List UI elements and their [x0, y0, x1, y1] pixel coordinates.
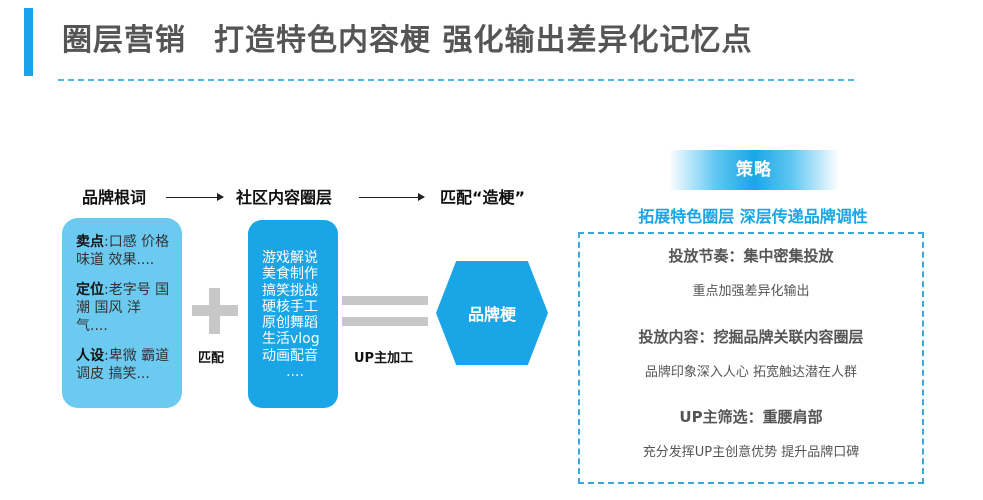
brand-meme-hexagon	[436, 261, 548, 365]
strategy-item-heading: UP主筛选：重腰肩部	[679, 408, 823, 426]
plus-icon-bar	[192, 305, 238, 316]
title-part-2: 打造特色内容梗 强化输出差异化记忆点	[214, 23, 753, 58]
strategy-item-desc: 品牌印象深入人心 拓宽触达潜在人群	[644, 365, 858, 380]
strategy-item-desc: 重点加强差异化输出	[692, 284, 810, 299]
header-community-circle: 社区内容圈层	[236, 188, 333, 207]
arrow-right-icon	[166, 193, 224, 201]
title-part-1: 圈层营销	[62, 23, 186, 58]
page-title: 圈层营销打造特色内容梗 强化输出差异化记忆点	[62, 10, 752, 72]
community-circle-card	[248, 220, 338, 408]
title-accent-bar	[24, 8, 33, 76]
header-match-meme: 匹配“造梗”	[440, 188, 526, 207]
plus-label: 匹配	[198, 351, 225, 366]
community-circle-ellipsis: ....	[286, 364, 304, 381]
brand-meme-label: 品牌梗	[467, 305, 516, 324]
equals-label: UP主加工	[354, 351, 414, 366]
header-brand-root: 品牌根词	[82, 188, 147, 207]
strategy-item-rhythm: 投放节奏：集中密集投放 重点加强差异化输出	[578, 245, 924, 299]
strategy-item-heading: 投放内容：挖掘品牌关联内容圈层	[638, 328, 864, 346]
equals-icon-bar	[342, 317, 428, 326]
brand-root-card	[62, 218, 182, 408]
community-circle-list: 游戏解说美食制作搞笑挑战硬核手工原创舞蹈生活vlog动画配音	[262, 250, 320, 364]
strategy-item-desc: 充分发挥UP主创意优势 提升品牌口碑	[642, 445, 860, 460]
title-divider	[58, 79, 854, 81]
community-circle-card-content: 游戏解说美食制作搞笑挑战硬核手工原创舞蹈生活vlog动画配音 ....	[262, 250, 328, 380]
strategy-box	[578, 232, 924, 484]
strategy-item-heading: 投放节奏：集中密集投放	[668, 247, 834, 265]
strategy-subtitle: 拓展特色圈层 深层传递品牌调性	[638, 207, 868, 226]
brand-item-selling-point: 卖点:口感 价格 味道 效果....	[76, 234, 170, 268]
strategy-item-up-selection: UP主筛选：重腰肩部 充分发挥UP主创意优势 提升品牌口碑	[578, 406, 924, 460]
equals-icon	[342, 296, 428, 305]
arrow-right-icon	[359, 193, 425, 201]
brand-item-positioning: 定位:老字号 国潮 国风 洋气....	[76, 282, 170, 334]
strategy-item-content: 投放内容：挖掘品牌关联内容圈层 品牌印象深入人心 拓宽触达潜在人群	[578, 326, 924, 380]
strategy-tag: 策略	[669, 150, 839, 190]
brand-root-card-content: 卖点:口感 价格 味道 效果.... 定位:老字号 国潮 国风 洋气.... 人…	[76, 233, 172, 395]
brand-item-persona: 人设:卑微 霸道 调皮 搞笑...	[76, 348, 170, 382]
